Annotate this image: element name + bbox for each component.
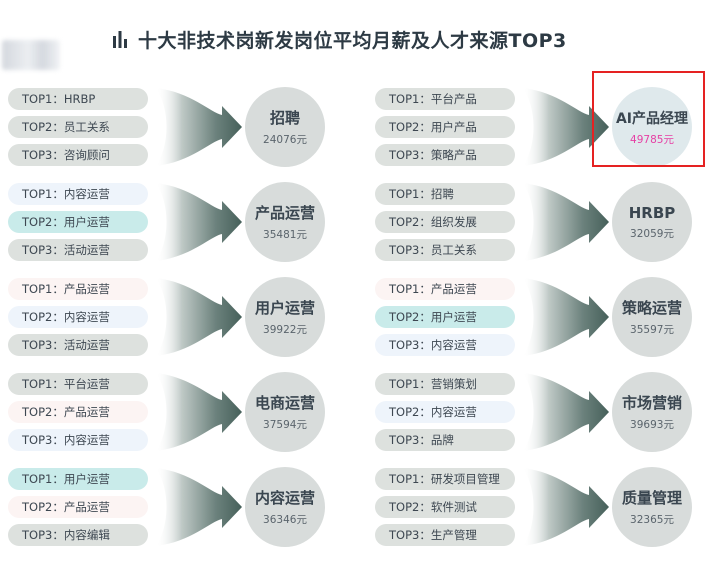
- source-pill: TOP1：营销策划: [375, 373, 515, 395]
- position-salary: 35597元: [630, 322, 674, 337]
- position-salary: 39693元: [630, 417, 674, 432]
- source-pill: TOP1：产品运营: [375, 278, 515, 300]
- source-pill: TOP3：咨询顾问: [8, 144, 148, 166]
- flow-arrow: [523, 468, 609, 546]
- source-pill: TOP1：平台产品: [375, 88, 515, 110]
- flow-arrow: [156, 88, 242, 166]
- position-circle: 招聘 24076元: [245, 87, 325, 167]
- position-name: 产品运营: [255, 202, 315, 223]
- source-pill: TOP1：用户运营: [8, 468, 148, 490]
- source-pill: TOP3：品牌: [375, 429, 515, 451]
- position-circle: 电商运营 37594元: [245, 372, 325, 452]
- source-pill: TOP2：组织发展: [375, 211, 515, 233]
- source-pill: TOP2：员工关系: [8, 116, 148, 138]
- source-pill: TOP2：软件测试: [375, 496, 515, 518]
- source-pill: TOP3：生产管理: [375, 524, 515, 546]
- flow-arrow: [523, 278, 609, 356]
- flow-arrow: [156, 183, 242, 261]
- position-salary: 32365元: [630, 512, 674, 527]
- position-salary: 36346元: [263, 512, 307, 527]
- flow-arrow: [523, 373, 609, 451]
- position-name: 招聘: [270, 107, 300, 128]
- position-circle: HRBP 32059元: [612, 182, 692, 262]
- position-name: 内容运营: [255, 487, 315, 508]
- position-circle: 产品运营 35481元: [245, 182, 325, 262]
- position-salary: 24076元: [263, 132, 307, 147]
- position-salary: 35481元: [263, 227, 307, 242]
- source-pill: TOP3：内容运营: [8, 429, 148, 451]
- source-pill: TOP3：活动运营: [8, 239, 148, 261]
- flow-arrow: [156, 278, 242, 356]
- source-pill: TOP2：用户运营: [375, 306, 515, 328]
- source-pill: TOP3：策略产品: [375, 144, 515, 166]
- position-name: 电商运营: [255, 392, 315, 413]
- source-pill: TOP2：用户产品: [375, 116, 515, 138]
- position-name: 质量管理: [622, 487, 682, 508]
- source-pill: TOP2：用户运营: [8, 211, 148, 233]
- position-salary: 32059元: [630, 226, 674, 241]
- position-salary: 37594元: [263, 417, 307, 432]
- position-salary: 39922元: [263, 322, 307, 337]
- position-name: 市场营销: [622, 392, 682, 413]
- source-pill: TOP2：产品运营: [8, 496, 148, 518]
- source-pill: TOP1：产品运营: [8, 278, 148, 300]
- position-name: HRBP: [629, 204, 676, 222]
- source-pill: TOP2：产品运营: [8, 401, 148, 423]
- flow-arrow: [523, 183, 609, 261]
- source-pill: TOP1：招聘: [375, 183, 515, 205]
- source-pill: TOP3：活动运营: [8, 334, 148, 356]
- position-circle: 市场营销 39693元: [612, 372, 692, 452]
- position-name: 用户运营: [255, 297, 315, 318]
- source-pill: TOP1：HRBP: [8, 88, 148, 110]
- position-circle: 内容运营 36346元: [245, 467, 325, 547]
- position-name: 策略运营: [622, 297, 682, 318]
- source-pill: TOP1：内容运营: [8, 183, 148, 205]
- source-pill: TOP1：研发项目管理: [375, 468, 515, 490]
- source-pill: TOP3：内容编辑: [8, 524, 148, 546]
- flow-arrow: [156, 468, 242, 546]
- flow-arrow: [156, 373, 242, 451]
- highlight-box: [592, 71, 705, 167]
- source-pill: TOP2：内容运营: [8, 306, 148, 328]
- source-pill: TOP3：内容运营: [375, 334, 515, 356]
- source-pill: TOP3：员工关系: [375, 239, 515, 261]
- source-pill: TOP2：内容运营: [375, 401, 515, 423]
- position-circle: 策略运营 35597元: [612, 277, 692, 357]
- position-circle: 用户运营 39922元: [245, 277, 325, 357]
- source-pill: TOP1：平台运营: [8, 373, 148, 395]
- position-circle: 质量管理 32365元: [612, 467, 692, 547]
